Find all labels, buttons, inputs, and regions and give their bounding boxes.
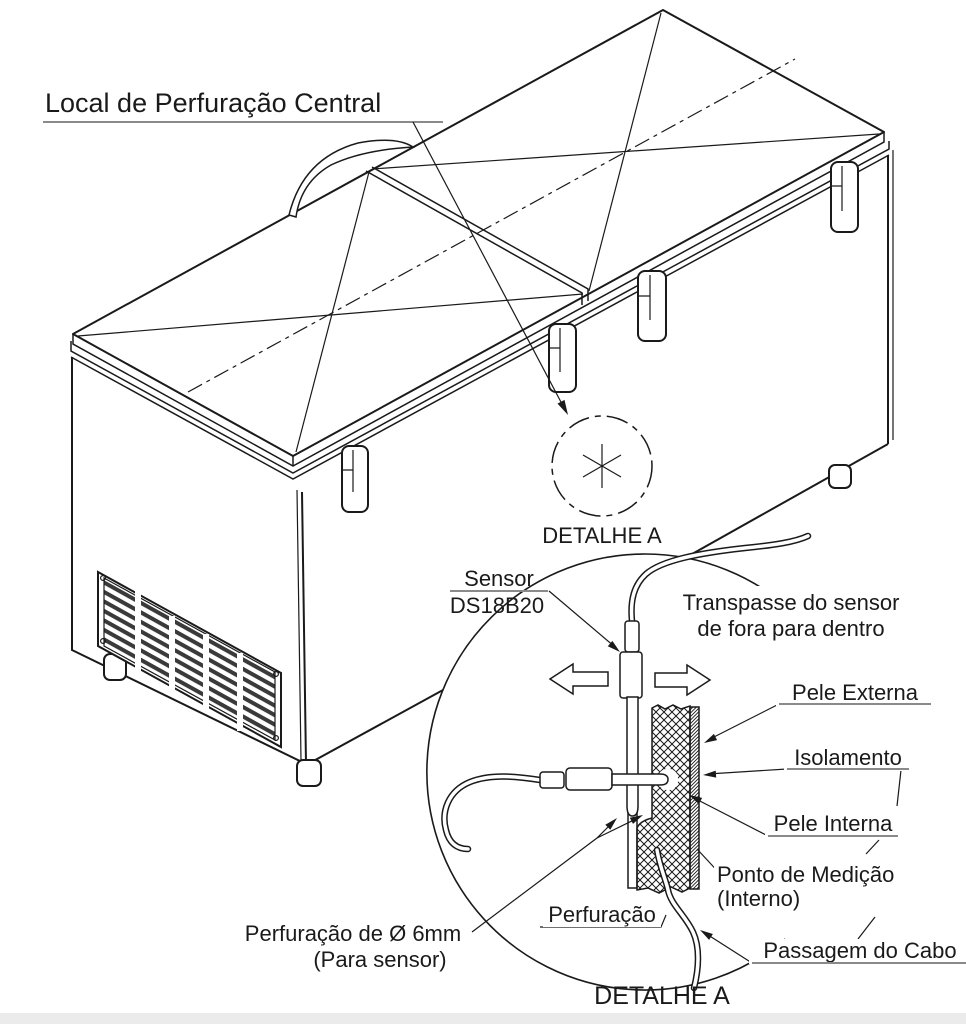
svg-text:Pele Externa: Pele Externa <box>792 680 919 705</box>
svg-text:Passagem do Cabo: Passagem do Cabo <box>763 938 956 963</box>
lid-hinge-tabs <box>341 161 859 513</box>
svg-text:DS18B20: DS18B20 <box>450 593 544 618</box>
detail-view-circle <box>426 553 795 991</box>
svg-text:Sensor: Sensor <box>464 566 534 591</box>
lid-handle <box>288 139 416 218</box>
ventilation-grille <box>97 570 282 749</box>
svg-text:Pele Interna: Pele Interna <box>774 811 893 836</box>
svg-text:(Interno): (Interno) <box>717 886 800 911</box>
arrow-right-icon <box>654 663 712 697</box>
label-passagem-cabo: Passagem do Cabo <box>749 938 966 964</box>
freezer-left-face <box>71 357 307 765</box>
label-ponto-medicao: Ponto de Medição (Interno) <box>714 862 900 911</box>
label-perfuracao: Perfuração <box>543 902 661 927</box>
freezer-illustration <box>70 9 894 787</box>
label-perfuracao-6mm: Perfuração de Ø 6mm (Para sensor) <box>245 921 461 972</box>
lid-junction <box>365 166 589 305</box>
detail-leaders <box>471 590 788 964</box>
leader-tick-segments <box>857 769 902 940</box>
freezer-front-face <box>307 150 894 765</box>
push-direction-arrows <box>548 662 712 697</box>
title-leader-arrow-icon <box>557 399 568 415</box>
label-isolamento: Isolamento <box>784 745 912 771</box>
label-pele-externa: Pele Externa <box>776 680 934 706</box>
sensor-cable-top <box>628 532 812 625</box>
svg-text:Transpasse do sensor: Transpasse do sensor <box>683 590 900 615</box>
vertical-sensor-probe <box>619 532 812 817</box>
bottom-edge-strip <box>0 1013 966 1024</box>
arrow-left-icon <box>548 662 609 696</box>
detail-callout-circle <box>551 415 653 517</box>
detail-callout-caption: DETALHE A <box>542 523 662 548</box>
svg-text:Ponto de Medição: Ponto de Medição <box>717 862 894 887</box>
svg-text:(Para sensor): (Para sensor) <box>313 947 446 972</box>
svg-text:Isolamento: Isolamento <box>794 745 902 770</box>
detail-labels: Sensor DS18B20 Transpasse do sensor de f… <box>245 566 966 1010</box>
sensor-cable-left <box>441 773 544 853</box>
svg-text:Perfuração de Ø 6mm: Perfuração de Ø 6mm <box>245 921 461 946</box>
svg-text:Perfuração: Perfuração <box>548 902 656 927</box>
detail-a-callout: DETALHE A <box>542 415 662 548</box>
label-transpasse: Transpasse do sensor de fora para dentro <box>672 586 912 642</box>
title-leader-line <box>412 121 563 405</box>
wall-insulation-hatch <box>636 704 691 894</box>
detail-a-view: Sensor DS18B20 Transpasse do sensor de f… <box>245 532 966 1010</box>
rim-band <box>70 132 890 480</box>
sensor-cable-bottom <box>653 846 702 992</box>
freezer-feet <box>103 464 852 787</box>
page-title: Local de Perfuração Central <box>45 88 381 118</box>
title-callout: Local de Perfuração Central <box>43 88 568 415</box>
svg-text:de fora para dentro: de fora para dentro <box>697 616 884 641</box>
label-sensor: Sensor DS18B20 <box>450 566 548 618</box>
drill-point-asterisk-icon <box>582 444 622 488</box>
detail-view-caption: DETALHE A <box>594 982 730 1010</box>
label-pele-interna: Pele Interna <box>765 811 901 837</box>
lid-diagonal-lines <box>77 12 880 453</box>
center-line <box>187 58 796 393</box>
horizontal-sensor-probe <box>441 767 669 853</box>
